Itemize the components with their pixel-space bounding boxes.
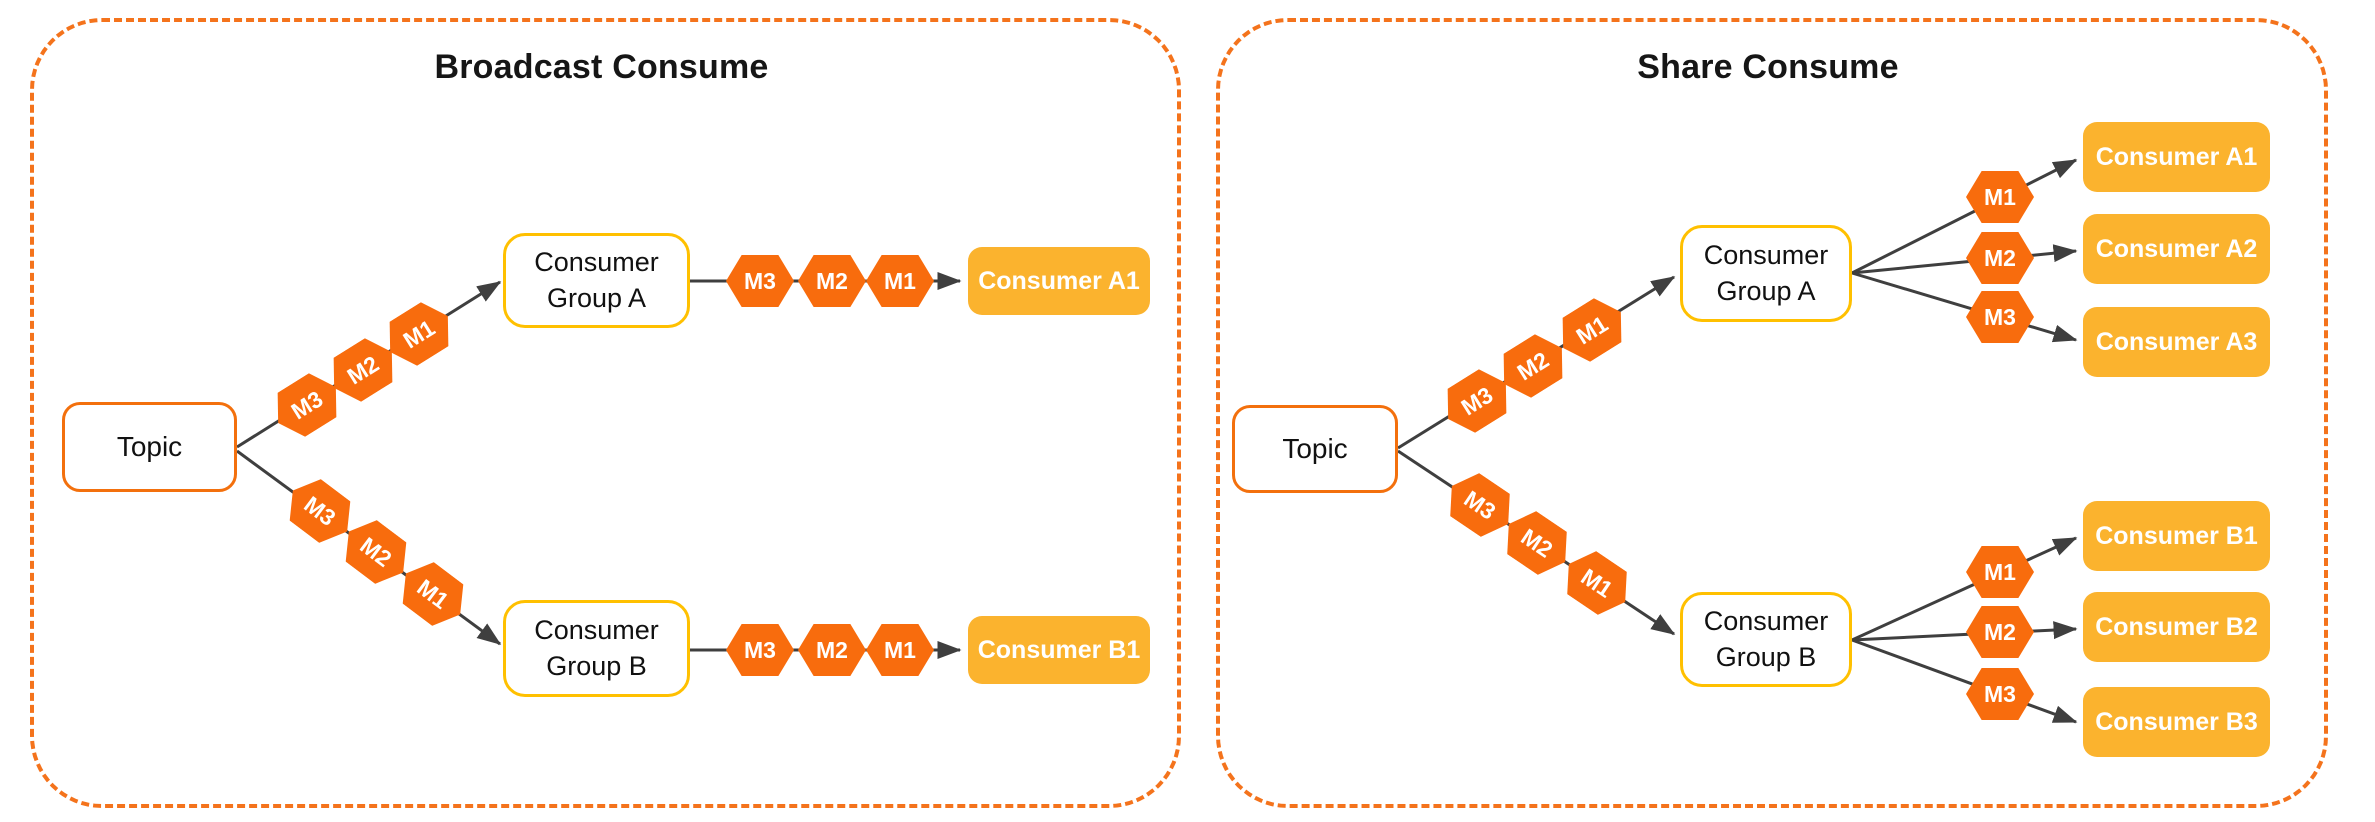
group-label: Consumer Group B (1704, 604, 1829, 674)
group-label-line2: Group B (1715, 641, 1817, 672)
share-consumer-b3-node: Consumer B3 (2083, 687, 2270, 757)
group-label-line1: Consumer (1703, 606, 1829, 637)
share-consumer-group-a-node: Consumer Group A (1680, 225, 1852, 322)
group-label: Consumer Group B (534, 613, 659, 683)
broadcast-consume-panel (30, 18, 1181, 808)
group-label-line2: Group A (1716, 275, 1816, 306)
share-topic-node: Topic (1232, 405, 1398, 493)
share-consumer-a1-node: Consumer A1 (2083, 122, 2270, 192)
group-label: Consumer Group A (1704, 238, 1829, 308)
share-consumer-group-b-node: Consumer Group B (1680, 592, 1852, 687)
group-label-line1: Consumer (534, 615, 659, 646)
broadcast-consumer-group-a-node: Consumer Group A (503, 233, 690, 328)
share-consume-title: Share Consume (1637, 48, 1899, 86)
share-consumer-a2-node: Consumer A2 (2083, 214, 2270, 284)
share-consumer-b2-node: Consumer B2 (2083, 592, 2270, 662)
broadcast-topic-node: Topic (62, 402, 237, 492)
broadcast-consumer-b1-node: Consumer B1 (968, 616, 1150, 684)
group-label-line2: Group B (546, 650, 647, 681)
share-consumer-b1-node: Consumer B1 (2083, 501, 2270, 571)
share-consume-panel (1216, 18, 2328, 808)
broadcast-consume-title: Broadcast Consume (434, 48, 769, 86)
group-label-line1: Consumer (1703, 240, 1829, 271)
broadcast-consumer-a1-node: Consumer A1 (968, 247, 1150, 315)
share-consumer-a3-node: Consumer A3 (2083, 307, 2270, 377)
group-label-line2: Group A (546, 282, 647, 313)
group-label: Consumer Group A (534, 245, 659, 315)
group-label-line1: Consumer (534, 247, 659, 278)
broadcast-consumer-group-b-node: Consumer Group B (503, 600, 690, 697)
